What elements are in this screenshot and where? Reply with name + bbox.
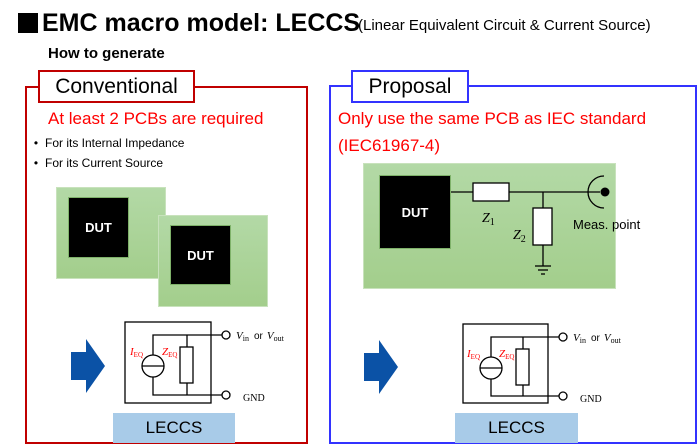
proposal-panel bbox=[329, 85, 697, 444]
leccs-circuit bbox=[462, 323, 568, 404]
bullet-text: For its Current Source bbox=[45, 156, 164, 170]
terminal-gnd bbox=[558, 391, 568, 401]
iec-measurement-circuit bbox=[451, 175, 605, 275]
ieq-label: IEQ bbox=[466, 348, 480, 361]
terminal-gnd bbox=[221, 390, 231, 400]
probe-arc-icon bbox=[587, 175, 605, 209]
meas-point-label: Meas. point bbox=[573, 217, 641, 232]
title-bullet-square bbox=[18, 13, 38, 33]
terminal-vin bbox=[221, 330, 231, 340]
conventional-heading: At least 2 PCBs are required bbox=[48, 109, 264, 128]
gnd-label: GND bbox=[580, 394, 602, 405]
ieq-label: IEQ bbox=[129, 346, 143, 359]
bullet-item: • For its Internal Impedance bbox=[27, 136, 185, 150]
gnd-label: GND bbox=[243, 393, 265, 404]
leccs-label-box: LECCS bbox=[113, 413, 235, 443]
z1-label: Z1 bbox=[482, 211, 495, 228]
z2-label: Z2 bbox=[513, 228, 526, 245]
z2-resistor bbox=[532, 207, 553, 246]
page-subtitle: (Linear Equivalent Circuit & Current Sou… bbox=[358, 17, 651, 34]
conventional-tab-label: Conventional bbox=[38, 70, 195, 103]
dut-chip-2: DUT bbox=[170, 225, 231, 285]
leccs-label-box: LECCS bbox=[455, 413, 578, 443]
dut-chip-proposal: DUT bbox=[379, 175, 451, 249]
terminal-vin bbox=[558, 332, 568, 342]
ground-icon bbox=[535, 265, 551, 275]
meas-point-dot bbox=[600, 187, 610, 197]
bullet-dot: • bbox=[33, 156, 39, 170]
arrow-right-icon bbox=[71, 339, 105, 393]
proposal-tab-label: Proposal bbox=[351, 70, 469, 103]
proposal-heading-line1: Only use the same PCB as IEC standard bbox=[338, 109, 647, 128]
page-title: EMC macro model: LECCS bbox=[42, 9, 361, 37]
bullet-item: • For its Current Source bbox=[27, 156, 163, 170]
bullet-text: For its Internal Impedance bbox=[45, 136, 185, 150]
bullet-dot: • bbox=[33, 136, 39, 150]
section-heading: How to generate bbox=[48, 45, 165, 62]
proposal-heading-line2: (IEC61967-4) bbox=[338, 136, 441, 155]
leccs-circuit bbox=[124, 321, 231, 404]
zeq-label: ZEQ bbox=[162, 346, 177, 359]
zeq-resistor bbox=[179, 346, 194, 384]
zeq-resistor bbox=[515, 348, 530, 386]
z1-resistor bbox=[472, 182, 510, 202]
zeq-label: ZEQ bbox=[499, 348, 514, 361]
dut-chip-1: DUT bbox=[68, 197, 129, 258]
arrow-right-icon bbox=[364, 340, 398, 394]
